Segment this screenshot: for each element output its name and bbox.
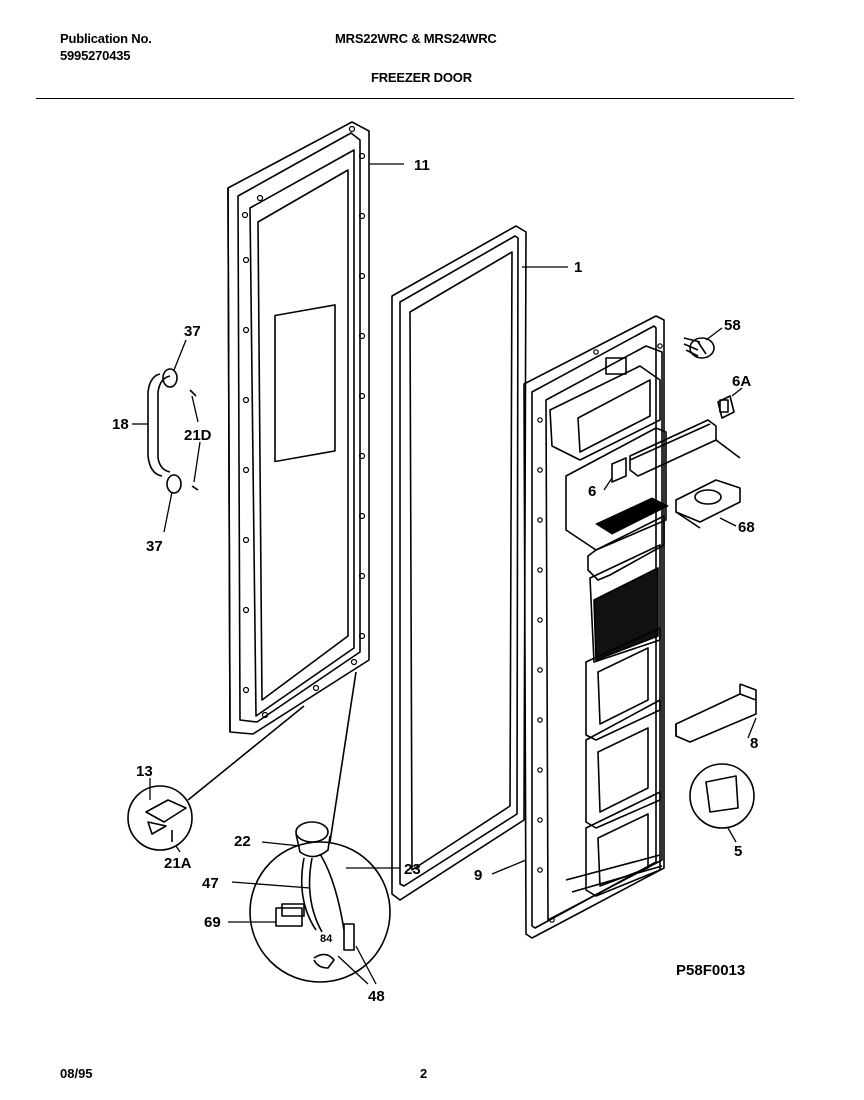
- callout-22: 22: [234, 833, 251, 850]
- callout-6: 6: [588, 483, 596, 500]
- callout-8: 8: [750, 735, 758, 752]
- callout-21a: 21A: [164, 855, 192, 872]
- callout-1: 1: [574, 259, 582, 276]
- callout-84: 84: [320, 933, 333, 945]
- footer-date: 08/95: [60, 1066, 93, 1081]
- figure-code: P58F0013: [676, 962, 745, 979]
- callout-37-top: 37: [184, 323, 201, 340]
- clip-6a-part: [717, 395, 735, 419]
- callout-68: 68: [738, 519, 755, 536]
- bin-stop-5-detail: [689, 763, 755, 829]
- inner-door-liner-part: [523, 315, 669, 939]
- leader-lines: [132, 163, 757, 985]
- light-wiring-detail: [249, 671, 391, 983]
- publication-number: 5995270435: [60, 48, 131, 63]
- dispenser-paddle-68-part: [675, 479, 741, 529]
- publication-label: Publication No.: [60, 31, 152, 46]
- bracket-6-part: [611, 419, 741, 483]
- shelf-rail-8-part: [675, 683, 757, 743]
- callout-6a: 6A: [732, 373, 751, 390]
- callout-9: 9: [474, 867, 482, 884]
- callout-23: 23: [404, 861, 421, 878]
- callout-labels: 11 1 58 6A 6 68 37 18 21D 37 8 5 9 13 21…: [112, 157, 758, 1005]
- callout-47: 47: [202, 875, 219, 892]
- callout-13: 13: [136, 763, 153, 780]
- callout-18: 18: [112, 416, 129, 433]
- door-panel-part: [227, 121, 370, 735]
- screw-58-part: [683, 337, 715, 359]
- model-numbers: MRS22WRC & MRS24WRC: [335, 31, 497, 46]
- section-title: FREEZER DOOR: [371, 70, 472, 85]
- callout-11: 11: [414, 157, 430, 174]
- callout-48: 48: [368, 988, 385, 1005]
- callout-69: 69: [204, 914, 221, 931]
- callout-58: 58: [724, 317, 741, 334]
- header-rule: [36, 98, 794, 99]
- footer-page-number: 2: [420, 1066, 428, 1081]
- door-gasket-part: [391, 225, 527, 901]
- callout-21d: 21D: [184, 427, 212, 444]
- callout-5: 5: [734, 843, 742, 860]
- hinge-13-detail: [127, 705, 305, 851]
- callout-37-bottom: 37: [146, 538, 163, 555]
